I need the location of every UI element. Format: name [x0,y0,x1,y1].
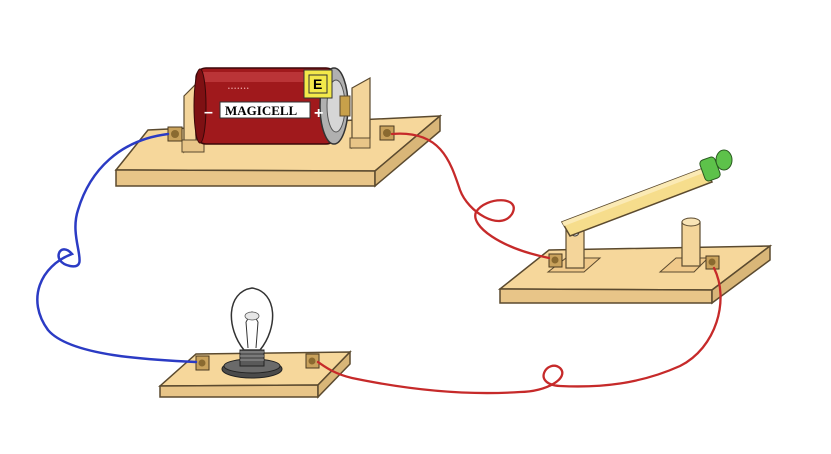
bulb-terminal-left [195,355,210,371]
bulb-terminal-right [305,353,320,369]
svg-text:• • • • • • •: • • • • • • • [228,86,249,92]
bulb-icon [221,287,283,379]
battery-terminal-left [167,126,183,142]
battery-badge-letter: E [313,76,322,92]
knife-switch-icon [560,149,733,269]
wire-negative [36,132,198,364]
switch-terminal-left [548,253,563,268]
wire-positive-battery-switch [390,132,551,260]
switch-terminal-right [705,255,720,270]
battery-holder-right [349,76,371,150]
battery-negative-sign: – [204,104,213,121]
battery-brand-label: MAGICELL [225,103,298,118]
battery-holder-left [181,82,205,154]
battery-positive-sign: + [314,105,323,122]
battery-icon: E • • • • • • • MAGICELL – + [193,67,351,145]
switch-board [497,244,773,305]
wire-positive-switch-bulb [316,266,722,395]
